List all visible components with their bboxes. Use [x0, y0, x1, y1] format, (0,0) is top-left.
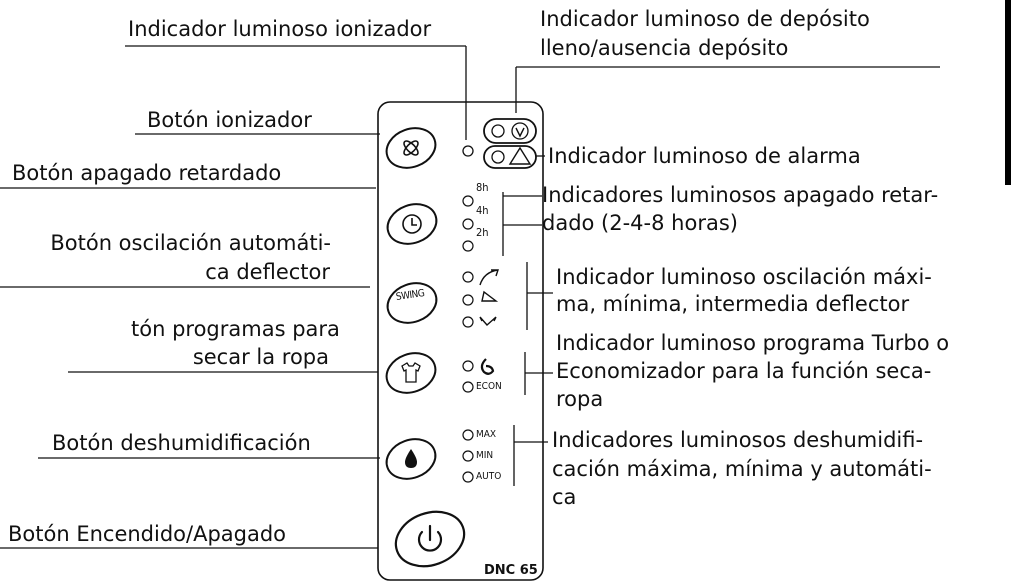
- swing-led-mid: [462, 316, 474, 328]
- clock-icon: [402, 214, 422, 234]
- label-dehum-lights-2: cación máxima, mínima y automáti-: [552, 457, 932, 481]
- swing-led-min: [462, 294, 474, 306]
- label-timer-button: Botón apagado retardado: [12, 161, 282, 185]
- label-timer-lights-2: dado (2-4-8 horas): [542, 211, 738, 235]
- timer-label-2h: 2h: [476, 226, 489, 239]
- swing-max-icon: [479, 269, 499, 286]
- timer-label-8h: 8h: [476, 181, 489, 194]
- model-name: DNC 65: [484, 563, 538, 578]
- ionizer-button-shape: [385, 127, 437, 169]
- label-dry-button-2: secar la ropa: [192, 345, 329, 369]
- swing-min-icon: [481, 290, 499, 302]
- tank-led: [491, 124, 505, 138]
- label-dehum-lights-3: ca: [552, 485, 577, 509]
- label-tank-light-2: lleno/ausencia depósito: [540, 36, 789, 60]
- label-dry-lights-2: Economizador para la función seca-: [556, 359, 932, 383]
- dry-led-turbo: [462, 360, 474, 372]
- turbo-icon: [480, 358, 495, 375]
- label-ionizer-button: Botón ionizador: [147, 108, 312, 132]
- dehum-led-auto: [462, 471, 474, 483]
- swing-led-max: [462, 271, 474, 283]
- label-swing-button-1: Botón oscilación automáti-: [50, 231, 331, 255]
- power-icon: [417, 524, 443, 552]
- label-timer-lights-1: Indicadores luminosos apagado retar-: [542, 183, 939, 207]
- swing-mid-icon: [479, 316, 497, 326]
- label-swing-lights-1: Indicador luminoso oscilación máxi-: [556, 265, 932, 289]
- label-swing-button-2: ca deflector: [205, 260, 330, 284]
- label-ionizer-light: Indicador luminoso ionizador: [128, 17, 432, 41]
- label-tank-light-1: Indicador luminoso de depósito: [540, 7, 870, 31]
- ionizer-led: [462, 145, 474, 157]
- dehum-label-min: MIN: [476, 450, 494, 461]
- label-dry-lights-1: Indicador luminoso programa Turbo o: [556, 331, 950, 355]
- alarm-led: [491, 150, 505, 164]
- label-power-button: Botón Encendido/Apagado: [8, 522, 287, 546]
- dehum-label-max: MAX: [476, 429, 497, 440]
- label-swing-lights-2: ma, mínima, intermedia deflector: [556, 292, 910, 316]
- tank-icon: [511, 122, 529, 140]
- ionizer-icon: [403, 140, 419, 156]
- timer-led-4h: [462, 218, 474, 230]
- panel-outline: [377, 101, 544, 581]
- label-alarm-light: Indicador luminoso de alarma: [548, 144, 861, 168]
- timer-label-4h: 4h: [476, 204, 489, 217]
- econ-label: ECON: [476, 381, 502, 392]
- timer-led-2h: [462, 240, 474, 252]
- dry-led-econ: [462, 381, 474, 393]
- drop-icon: [405, 449, 417, 468]
- label-dehum-button: Botón deshumidificación: [52, 431, 311, 455]
- shirt-icon: [401, 362, 421, 383]
- dehum-led-min: [462, 450, 474, 462]
- page-edge-bar: [1005, 0, 1011, 185]
- label-dry-button-1: tón programas para: [131, 317, 340, 341]
- label-dry-lights-3: ropa: [556, 387, 604, 411]
- label-dehum-lights-1: Indicadores luminosos deshumidifi-: [552, 428, 924, 452]
- warning-icon: [508, 146, 532, 165]
- dehum-led-max: [462, 429, 474, 441]
- dehum-label-auto: AUTO: [476, 471, 502, 482]
- swing-button-shape: [386, 282, 438, 324]
- timer-led-8h: [462, 195, 474, 207]
